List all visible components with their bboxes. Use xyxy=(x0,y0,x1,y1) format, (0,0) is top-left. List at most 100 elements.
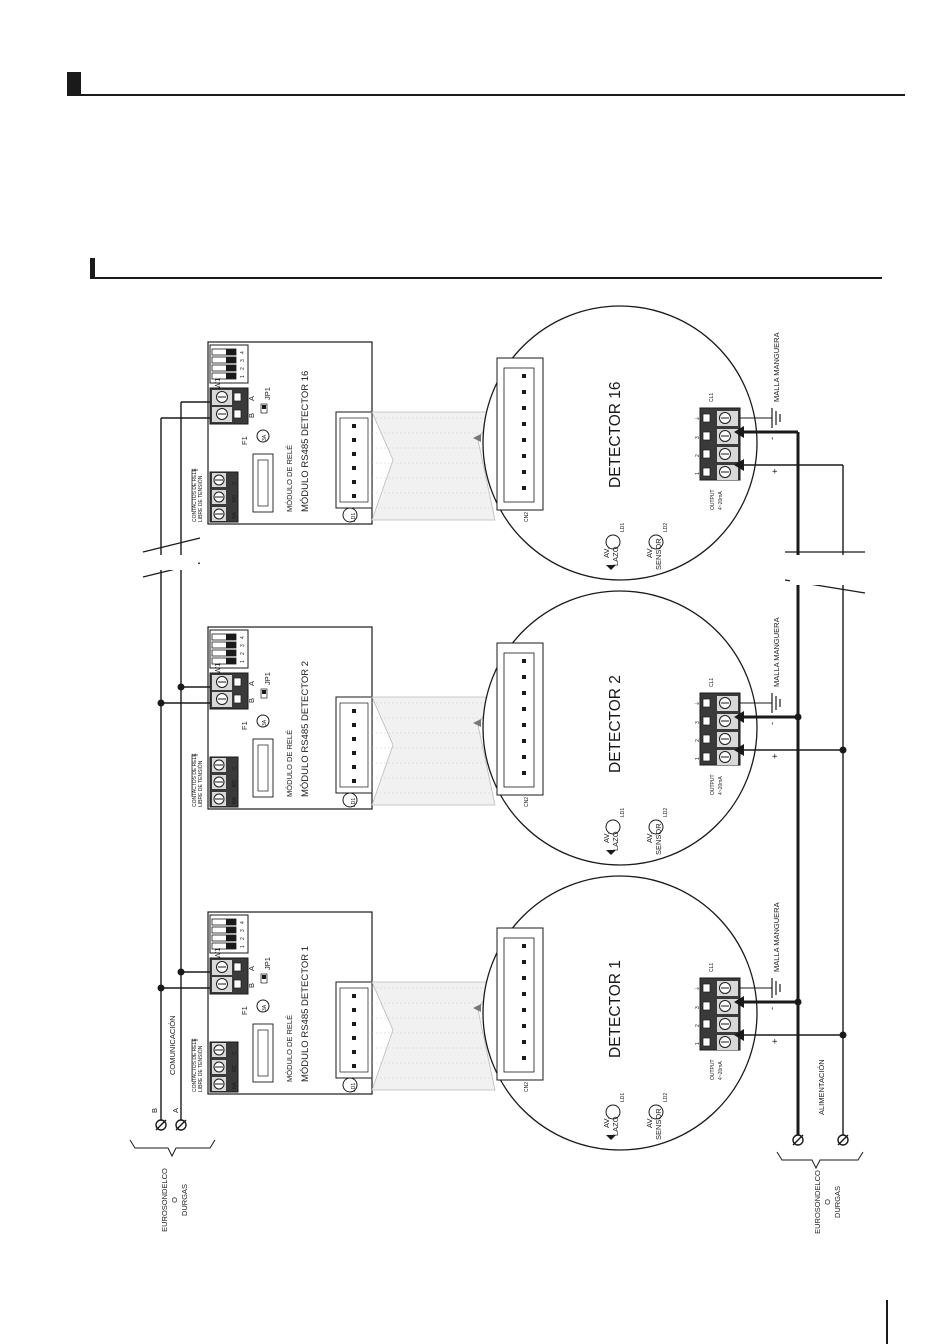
sw1-label: SW1 xyxy=(213,663,222,679)
relay-nc-label: NC xyxy=(232,494,238,502)
arrow-icon xyxy=(606,565,616,570)
comm-terminals xyxy=(155,1119,187,1131)
cl1-pin-label: 2 xyxy=(695,1024,701,1027)
connector-pin xyxy=(352,466,356,470)
output-label: 4~20mA xyxy=(718,491,724,510)
dip-switch-toggle xyxy=(226,642,236,648)
f1-label: F1 xyxy=(240,436,249,445)
section-marker xyxy=(67,72,81,94)
malla-label: MALLA MANGUERA xyxy=(772,332,781,402)
cl1-pin-label: 3 xyxy=(695,1006,701,1009)
fuse-3a xyxy=(256,714,270,728)
jp1-label: JP1 xyxy=(263,387,272,400)
fuse-label: 3A xyxy=(262,434,268,441)
av-sensor-label: AV. xyxy=(645,832,654,843)
av-sensor-label: AV. xyxy=(645,547,654,558)
relay-c-label: C xyxy=(232,1051,238,1055)
power-terminals xyxy=(792,1134,849,1146)
cl1-label: CL1 xyxy=(709,393,715,402)
connector-pin xyxy=(522,374,526,378)
connector-pin xyxy=(522,1024,526,1028)
dip-number: 3 xyxy=(240,644,246,647)
ld2-label: LD2 xyxy=(663,808,669,817)
connector-pin xyxy=(522,976,526,980)
dip-switch-toggle xyxy=(226,650,236,656)
ab-terminal-block xyxy=(209,957,249,995)
ab-terminal-block xyxy=(209,672,249,710)
detector-outline xyxy=(482,590,758,866)
connector-pin xyxy=(352,765,356,769)
connector-pin xyxy=(352,452,356,456)
sw1-label: SW1 xyxy=(213,948,222,964)
av-lazo-label: LAZO xyxy=(611,831,620,851)
relay-module-label: MÓDULO DE RELÉ xyxy=(285,730,294,797)
dip-number: 1 xyxy=(240,375,246,378)
ld2-led xyxy=(648,1104,664,1120)
dip-switch-toggle xyxy=(226,357,236,363)
cl1-pin-label: ⏚ xyxy=(694,986,701,991)
connector-pin xyxy=(352,1036,356,1040)
alimentacion-label: ALIMENTACIÓN xyxy=(817,1059,826,1115)
dip-switch-toggle xyxy=(226,373,236,379)
dip-number: 2 xyxy=(240,367,246,370)
ld2-label: LD2 xyxy=(663,1093,669,1102)
connector-pin xyxy=(522,1056,526,1060)
connector-pin xyxy=(352,994,356,998)
direction-arrow xyxy=(473,719,481,727)
av-lazo-label: LAZO xyxy=(611,546,620,566)
subsection-rule xyxy=(90,277,882,279)
ld2-label: LD2 xyxy=(663,523,669,532)
module-name-label: MÓDULO RS485 DETECTOR 16 xyxy=(300,371,311,512)
connector-pin xyxy=(522,406,526,410)
relay-c-label: C xyxy=(232,481,238,485)
relay-note-label: LIBRE DE TENSIÓN xyxy=(197,1045,204,1092)
dip-switch-toggle xyxy=(226,634,236,640)
cn2-label: CN2 xyxy=(524,512,530,522)
connector-pin xyxy=(352,424,356,428)
minus-label: - xyxy=(767,1007,778,1010)
ld1-label: LD1 xyxy=(351,798,357,807)
connector-pin xyxy=(522,771,526,775)
arrow-icon xyxy=(734,1029,744,1041)
relay-module-label: MÓDULO DE RELÉ xyxy=(285,1015,294,1082)
av-sensor-label: SENSOR xyxy=(654,823,663,855)
relay-note-label: CONTACTOS DE RELÉ xyxy=(191,1038,198,1092)
svg-text:DURGAS: DURGAS xyxy=(180,1184,189,1216)
terminal-a-label: A xyxy=(247,396,256,401)
jp1-label: JP1 xyxy=(263,957,272,970)
connector-pin xyxy=(352,480,356,484)
ld1-led xyxy=(605,819,621,835)
relay-na-label: NA xyxy=(232,796,238,804)
connector-pin xyxy=(522,960,526,964)
relay-nc-label: NC xyxy=(232,779,238,787)
fuse-3a xyxy=(256,999,270,1013)
relay-terminal-block xyxy=(209,471,239,523)
dip-number: 4 xyxy=(240,636,246,639)
arrow-icon xyxy=(734,711,744,723)
malla-label: MALLA MANGUERA xyxy=(772,617,781,687)
cl1-pin-label: 3 xyxy=(695,436,701,439)
page-number-rule xyxy=(886,1300,888,1344)
connector-pin xyxy=(352,438,356,442)
relay-note-label: CONTACTOS DE RELÉ xyxy=(191,468,198,522)
relay-note-label: CONTACTOS DE RELÉ xyxy=(191,753,198,807)
relay-note-label: LIBRE DE TENSIÓN xyxy=(197,760,204,807)
cl1-terminal-block xyxy=(699,977,741,1051)
ld1-led xyxy=(605,1104,621,1120)
output-label: OUTPUT xyxy=(710,489,716,510)
power-source-brace xyxy=(776,1151,864,1170)
comm-source-brace xyxy=(129,1139,216,1158)
relay-module-label: MÓDULO DE RELÉ xyxy=(285,445,294,512)
detector-outline xyxy=(482,875,758,1151)
dip-switch-toggle xyxy=(226,349,236,355)
cl1-pin-label: 1 xyxy=(695,1042,701,1045)
av-lazo-label: AV. xyxy=(602,832,611,843)
bus-b-label: B xyxy=(150,1108,159,1113)
relay-note-label: LIBRE DE TENSIÓN xyxy=(197,475,204,522)
